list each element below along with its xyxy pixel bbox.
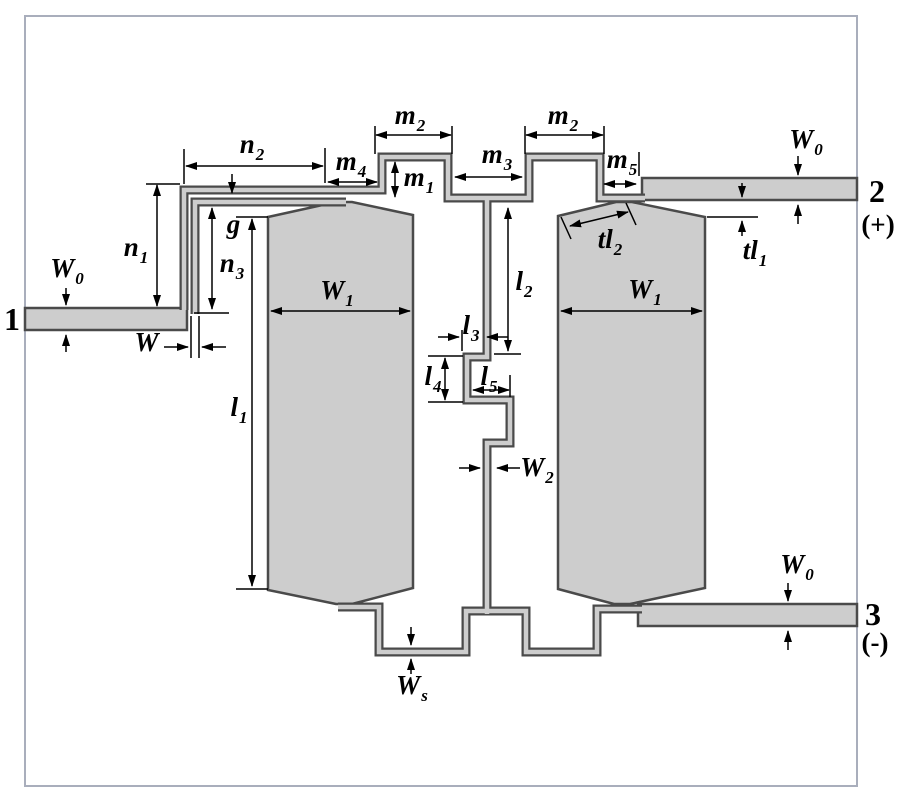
label-w0-left: W0: [50, 253, 84, 288]
tick-tl2-b: [625, 202, 637, 226]
port-2-label: 2: [869, 173, 885, 209]
port-2-polarity: (+): [861, 209, 895, 240]
right-resonator-patch: [556, 200, 707, 606]
label-m1: m1: [403, 162, 435, 197]
port-3-label: 3: [865, 596, 881, 632]
feed-trace-core: [181, 154, 645, 310]
label-ws: Ws: [396, 670, 428, 705]
tick-tl2-a: [560, 216, 572, 240]
label-tl2: tl2: [597, 224, 623, 259]
label-l5: l5: [480, 361, 498, 396]
label-w0-bottom-right: W0: [780, 549, 814, 584]
port-2-feed-line: [640, 176, 859, 202]
label-l3: l3: [462, 310, 480, 345]
label-m2-left: m2: [394, 100, 426, 135]
label-l4: l4: [424, 361, 442, 396]
label-w1-left: W1: [320, 275, 354, 310]
label-l2: l2: [515, 266, 533, 301]
label-n3: n3: [219, 248, 245, 283]
dimension-annotations: [62, 126, 802, 674]
coupled-trace-core: [192, 199, 346, 314]
label-w1-right: W1: [628, 274, 662, 309]
label-w0-top-right: W0: [789, 124, 823, 159]
dim-tl2-arrow: [569, 210, 629, 228]
port-1-feed-line: [23, 306, 189, 332]
trace-cores: [181, 154, 645, 655]
left-resonator-patch: [266, 200, 415, 606]
label-tl1: tl1: [742, 235, 768, 270]
port-3-feed-line: [636, 602, 859, 628]
substrate-frame: [24, 15, 858, 787]
port-3-polarity: (-): [861, 627, 889, 658]
label-w2: W2: [520, 452, 554, 487]
serpentine-core: [338, 604, 642, 655]
port-1-label: 1: [4, 301, 20, 337]
metal-layer: [23, 176, 859, 628]
label-m5: m5: [606, 144, 638, 179]
label-l1: l1: [230, 392, 248, 427]
label-m3: m3: [481, 139, 513, 174]
label-m4: m4: [335, 146, 367, 181]
label-m2-right: m2: [547, 100, 579, 135]
label-g: g: [226, 209, 241, 239]
center-stub-core: [464, 196, 513, 614]
label-n2: n2: [239, 129, 265, 164]
label-n1: n1: [123, 232, 149, 267]
label-w: W: [134, 327, 159, 357]
